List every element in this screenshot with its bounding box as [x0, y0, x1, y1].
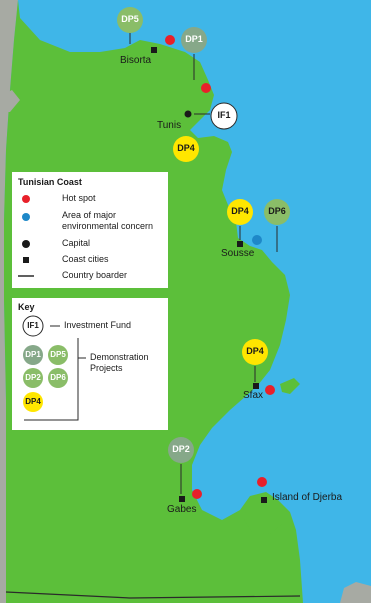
key-title: Key: [18, 302, 35, 312]
hot-spot: [265, 385, 275, 395]
project-pin-dp4-tunis: [173, 136, 199, 162]
coast-city-marker: [237, 241, 243, 247]
project-pin-dp4-sfax: [242, 339, 268, 365]
city-label-djerba: Island of Djerba: [272, 492, 343, 503]
key-badge-dp5: [48, 345, 68, 365]
pin-label-dp1: DP1: [185, 34, 203, 44]
coast-city-marker: [151, 47, 157, 53]
legend-panel: [12, 172, 168, 288]
legend-label-coast-cities: Coast cities: [62, 254, 109, 264]
key-fund-badge-label: IF1: [27, 321, 39, 330]
key-demo-label: Demonstration Projects: [90, 352, 149, 373]
legend-label-hot-spot: Hot spot: [62, 193, 96, 203]
legend-label-border: Country boarder: [62, 270, 128, 280]
pin-label-dp4-sfax: DP4: [246, 346, 264, 356]
city-label-sousse: Sousse: [221, 248, 255, 259]
concern-spot: [252, 235, 262, 245]
project-pin-dp6: [264, 199, 290, 225]
key-badge-dp6: [48, 368, 68, 388]
legend-label-capital: Capital: [62, 238, 91, 248]
project-pin-dp5: [117, 7, 143, 33]
key-badge-dp4: [23, 392, 43, 412]
legend-concern-icon: [22, 213, 30, 221]
legend-hot-spot-icon: [22, 195, 30, 203]
neighbour-land: [0, 0, 18, 603]
djerba-island: [244, 500, 282, 534]
pin-label-dp6: DP6: [268, 206, 286, 216]
project-pin-dp2: [168, 437, 194, 463]
kerkennah-islands: [280, 378, 300, 394]
legend-capital-icon: [22, 240, 30, 248]
key-badge-label-dp4: DP4: [25, 397, 41, 406]
project-pin-if1: [210, 102, 238, 130]
coast-city-marker: [179, 496, 185, 502]
country-border: [5, 591, 301, 599]
capital-marker: [184, 110, 192, 118]
coast-city-marker: [253, 383, 259, 389]
city-label-bisorta: Bisorta: [120, 55, 152, 66]
pin-label-dp2: DP2: [172, 444, 190, 454]
pin-label-dp4-sousse: DP4: [231, 206, 249, 216]
key-badge-label-dp2: DP2: [25, 373, 41, 382]
hot-spot: [192, 489, 202, 499]
project-pin-dp4-sousse: [227, 199, 253, 225]
key-badge-dp1: [23, 345, 43, 365]
city-label-tunis: Tunis: [157, 120, 182, 131]
key-bracket: [24, 338, 79, 421]
legend-label-concern: Area of major environmental concern: [62, 210, 154, 231]
legend-title: Tunisian Coast: [18, 177, 82, 187]
pin-label-if1: IF1: [217, 110, 231, 120]
key-badge-dp2: [23, 368, 43, 388]
city-label-gabes: Gabes: [167, 504, 197, 515]
city-label-sfax: Sfax: [243, 390, 264, 401]
hot-spot: [201, 83, 211, 93]
neighbour-land-top-left: [0, 90, 20, 112]
coast-city-marker: [261, 497, 267, 503]
pin-label-dp4-tunis: DP4: [177, 143, 195, 153]
neighbour-land-bottom-right: [340, 582, 371, 603]
legend-coast-city-icon: [23, 257, 29, 263]
key-fund-badge-circle: [22, 315, 44, 337]
key-badge-label-dp1: DP1: [25, 350, 41, 359]
hot-spot: [257, 477, 267, 487]
key-fund-label: Investment Fund: [64, 320, 132, 330]
hot-spot: [165, 35, 175, 45]
project-pin-dp1: [181, 27, 207, 53]
key-badge-label-dp5: DP5: [50, 350, 66, 359]
key-badge-label-dp6: DP6: [50, 373, 66, 382]
pin-label-dp5: DP5: [121, 14, 139, 24]
